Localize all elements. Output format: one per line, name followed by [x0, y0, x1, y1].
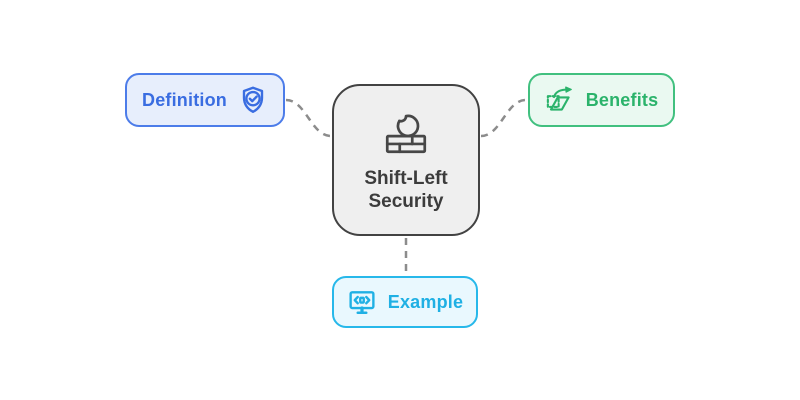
firewall-icon — [381, 108, 431, 158]
node-definition[interactable]: Definition — [125, 73, 285, 127]
node-definition-label: Definition — [142, 89, 227, 110]
center-node-label-line2: Security — [368, 190, 444, 212]
connector-definition-center — [285, 98, 332, 138]
node-example[interactable]: Example — [332, 276, 478, 328]
code-monitor-icon — [347, 287, 377, 317]
connector-center-benefits — [480, 98, 527, 138]
node-benefits-label: Benefits — [585, 89, 659, 110]
node-benefits[interactable]: Benefits — [528, 73, 675, 127]
node-example-label: Example — [387, 291, 464, 312]
transform-arrow-icon — [545, 85, 575, 115]
shield-check-icon — [238, 85, 268, 115]
node-shift-left-security[interactable]: Shift-Left Security — [332, 84, 480, 236]
center-node-label-line1: Shift-Left — [364, 167, 448, 189]
